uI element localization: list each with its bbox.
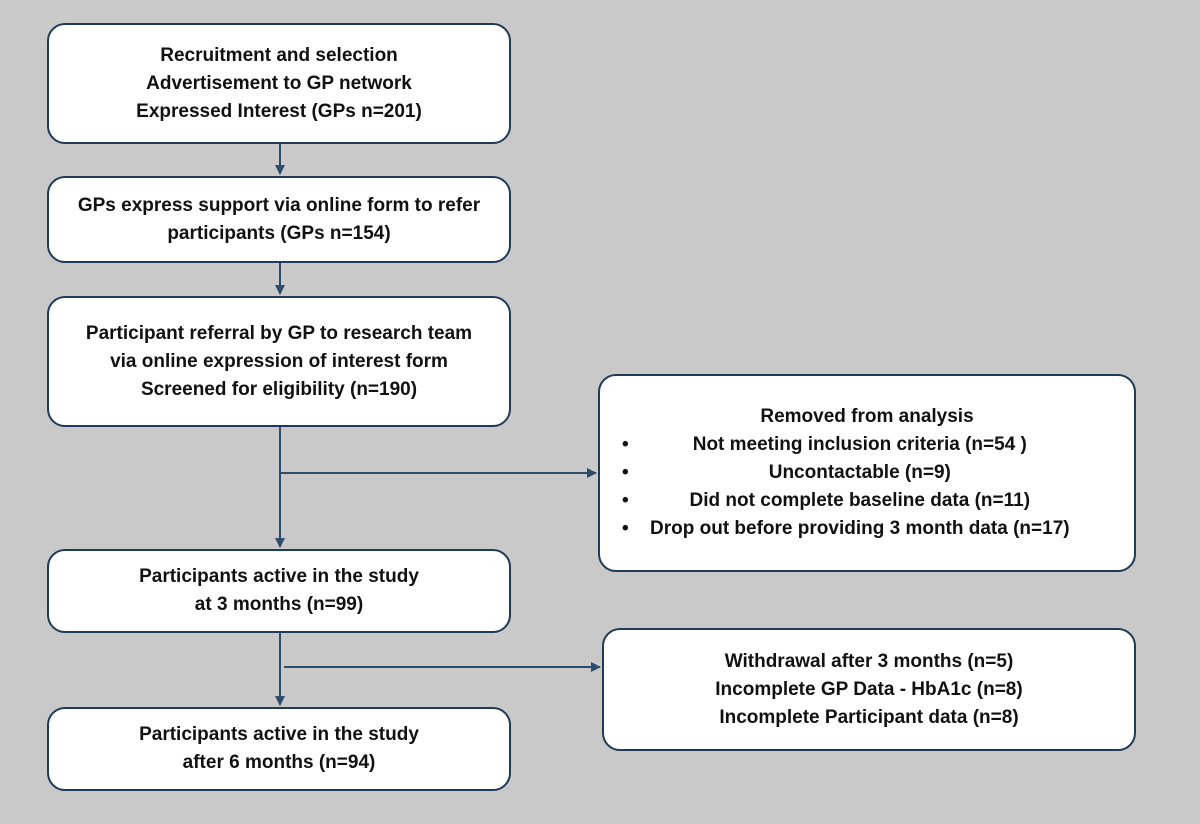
gp-support-line: participants (GPs n=154) <box>167 222 391 244</box>
withdrawal-box: Withdrawal after 3 months (n=5) Incomple… <box>602 628 1136 751</box>
removed-item: Drop out before providing 3 month data (… <box>622 515 1070 543</box>
recruitment-box: Recruitment and selection Advertisement … <box>47 23 511 144</box>
gp-support-box: GPs express support via online form to r… <box>47 176 511 263</box>
removed-item: Not meeting inclusion criteria (n=54 ) <box>622 431 1070 459</box>
active-3m-line: Participants active in the study <box>139 566 419 587</box>
recruitment-line: Recruitment and selection <box>160 44 398 66</box>
active-6-months-box: Participants active in the study after 6… <box>47 707 511 791</box>
removed-from-analysis-box: Removed from analysis Not meeting inclus… <box>598 374 1136 572</box>
active-6m-line: after 6 months (n=94) <box>182 752 376 773</box>
recruitment-line: Expressed Interest (GPs n=201) <box>136 100 422 122</box>
gp-support-line: GPs express support via online form to r… <box>77 194 481 216</box>
removed-list: Not meeting inclusion criteria (n=54 ) U… <box>622 431 1070 543</box>
active-3m-line: at 3 months (n=99) <box>194 594 364 615</box>
removed-item: Uncontactable (n=9) <box>622 459 1070 487</box>
removed-title: Removed from analysis <box>760 406 974 427</box>
referral-line: via online expression of interest form <box>110 350 448 372</box>
removed-item: Did not complete baseline data (n=11) <box>622 487 1070 515</box>
referral-box: Participant referral by GP to research t… <box>47 296 511 427</box>
referral-line: Screened for eligibility (n=190) <box>140 378 418 400</box>
active-3-months-box: Participants active in the study at 3 mo… <box>47 549 511 633</box>
withdrawal-line: Incomplete GP Data - HbA1c (n=8) <box>715 678 1023 700</box>
recruitment-line: Advertisement to GP network <box>146 72 412 94</box>
referral-line: Participant referral by GP to research t… <box>85 322 473 344</box>
withdrawal-line: Incomplete Participant data (n=8) <box>719 706 1019 728</box>
active-6m-line: Participants active in the study <box>139 724 419 745</box>
withdrawal-line: Withdrawal after 3 months (n=5) <box>724 650 1014 672</box>
